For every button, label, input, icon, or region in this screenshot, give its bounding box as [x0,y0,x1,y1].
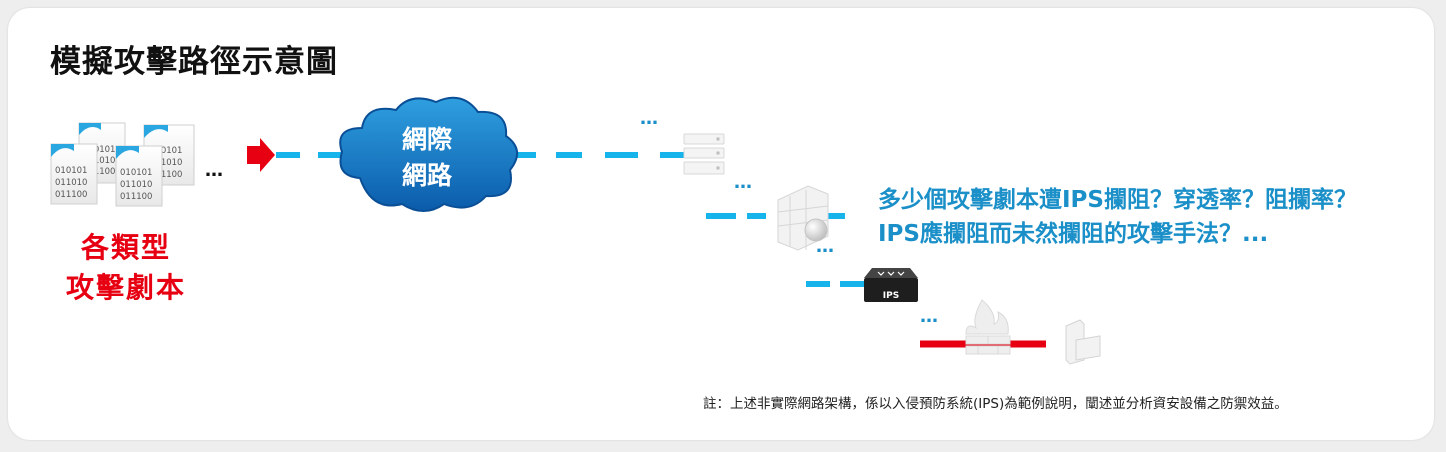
attack-scripts-label-line2: 攻擊劇本 [65,271,186,304]
ellipsis-server: … [640,108,659,129]
ellipsis-docs: … [205,160,224,181]
footnote: 註：上述非實際網路架構，係以入侵預防系統(IPS)為範例說明，闡述並分析資安設備… [703,396,1288,412]
doc-code-line3: 011100 [120,192,152,202]
doc-code-line1: 010101 [120,168,152,178]
server-icon [683,133,725,175]
doc-code-line2: 011010 [55,178,87,188]
ellipsis-fire: … [920,306,939,327]
question-line2: IPS應攔阻而未然攔阻的攻擊手法？... [878,221,1269,247]
attack-scripts-label-line1: 各類型 [80,231,171,264]
doc-code-line3: 011100 [150,170,182,180]
ellipsis-firewall: … [734,172,753,193]
page-title: 模擬攻擊路徑示意圖 [50,44,338,80]
doc-code-line2: 011010 [120,180,152,190]
internet-cloud-icon [339,96,518,212]
question-line1: 多少個攻擊劇本遭IPS攔阻？穿透率？阻攔率？ [878,187,1357,213]
doc-code-line2: 011010 [83,156,115,166]
cloud-label-line1: 網際 [401,125,452,154]
doc-code-line1: 010101 [83,145,115,155]
red-arrow-icon [247,138,275,172]
firewall-icon [777,185,829,251]
ellipsis-ips: … [816,236,835,257]
cloud-label-line2: 網路 [401,161,452,190]
doc-code-line1: 010101 [150,146,182,156]
diagram-card [8,8,1434,440]
doc-code-line3: 011100 [83,167,115,177]
fire-icon [965,299,1011,355]
ips-label: IPS [883,291,899,301]
computer-icon [1065,319,1101,365]
attack-path-line [276,152,866,287]
doc-icon-front-left: 010101 011010 011100 [50,143,98,205]
doc-code-line3: 011100 [55,190,87,200]
doc-code-line1: 010101 [55,166,87,176]
doc-icon-front-right: 010101 011010 011100 [115,145,163,207]
ips-device-icon: IPS [864,268,918,302]
doc-code-line2: 011010 [150,158,182,168]
